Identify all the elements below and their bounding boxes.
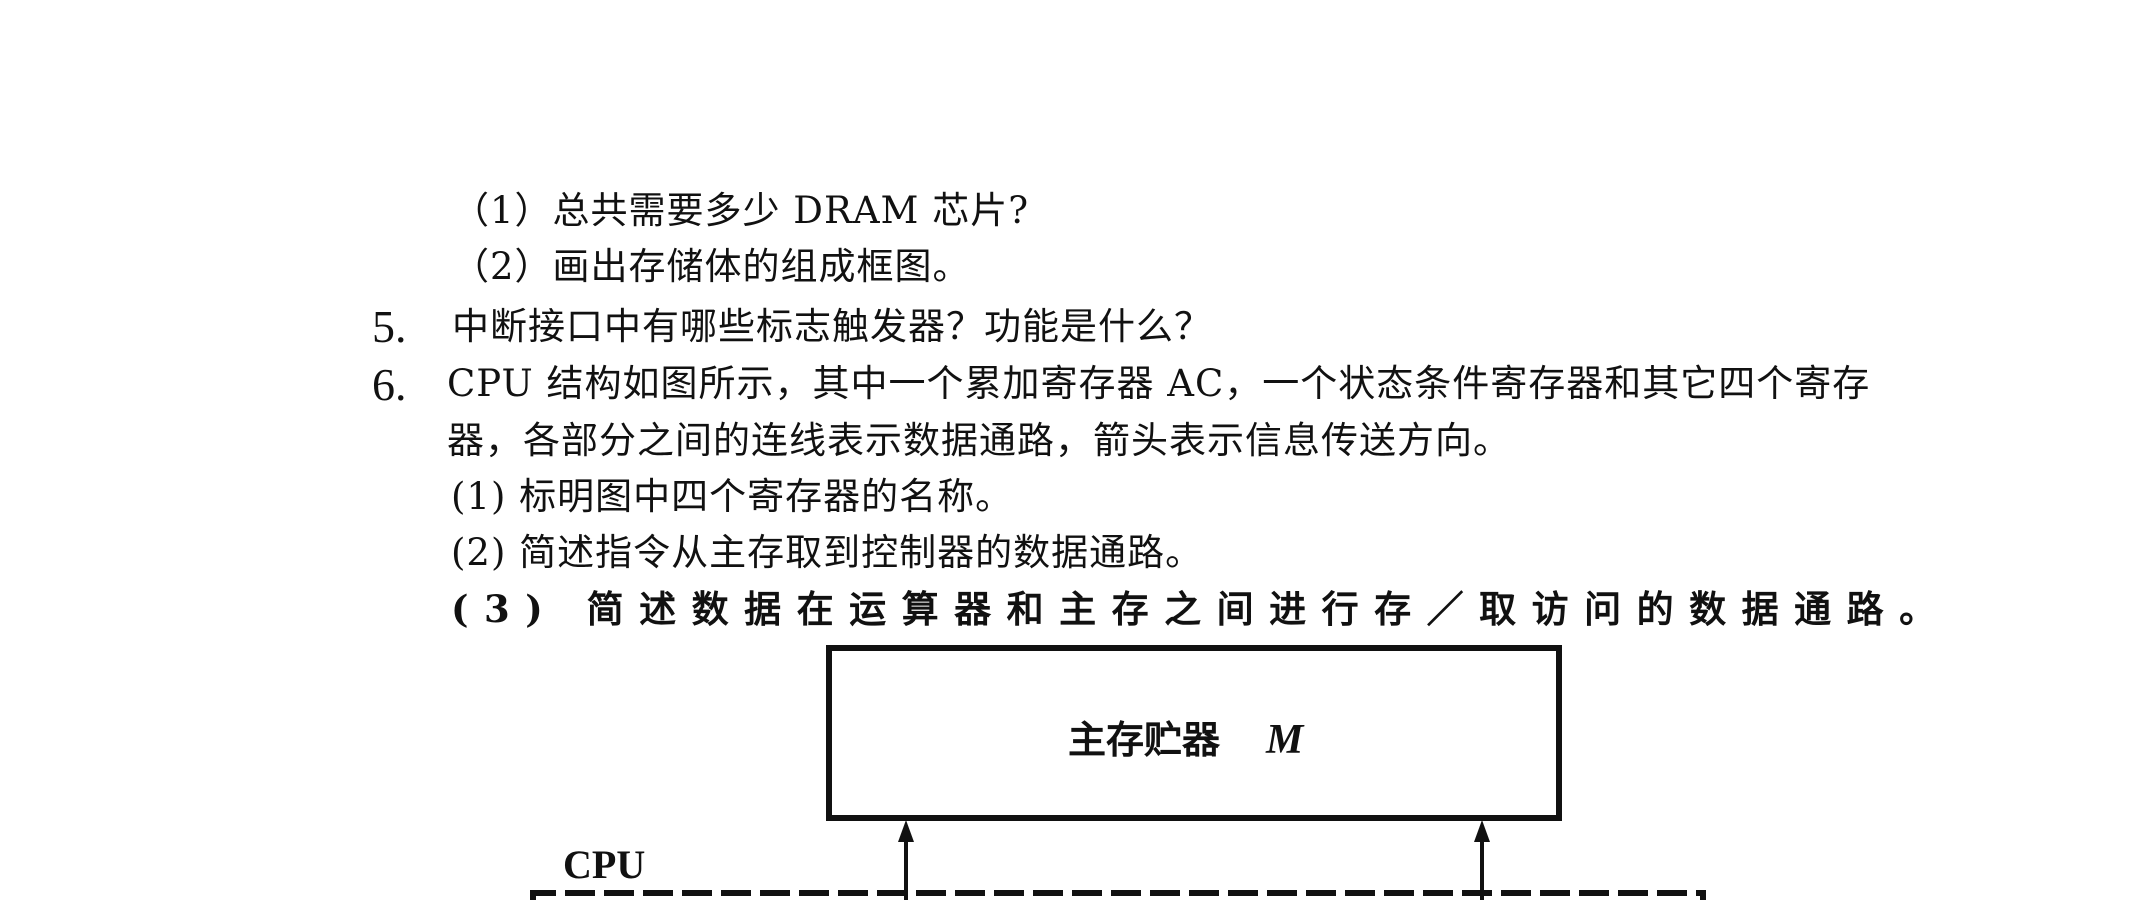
main-memory-symbol: M <box>1265 717 1305 763</box>
q5-number: 5. <box>372 301 407 352</box>
q4-sub2: （2）画出存储体的组成框图。 <box>452 245 971 288</box>
q6-line1: CPU 结构如图所示，其中一个累加寄存器 AC，一个状态条件寄存器和其它四个寄存 <box>447 362 1871 405</box>
cpu-boundary-dashed <box>530 890 1706 900</box>
q6-number: 6. <box>372 359 407 410</box>
cpu-label: CPU <box>563 842 645 887</box>
left-bus-arrowhead <box>898 820 914 842</box>
q6-sub2: (2) 简述指令从主存取到控制器的数据通路。 <box>451 531 1204 574</box>
q6-sub3: (3) 简述数据在运算器和主存之间进行存／取访问的数据通路。 <box>451 587 1952 631</box>
q4-sub1: （1）总共需要多少 DRAM 芯片? <box>452 189 1030 232</box>
q5-text: 中断接口中有哪些标志触发器？功能是什么？ <box>452 305 1212 348</box>
main-memory-label: 主存贮器 <box>1068 718 1221 762</box>
right-bus-arrowhead <box>1474 820 1490 842</box>
q6-sub1: (1) 标明图中四个寄存器的名称。 <box>451 475 1014 518</box>
main-memory-box <box>826 645 1562 821</box>
q6-line2: 器，各部分之间的连线表示数据通路，箭头表示信息传送方向。 <box>447 419 1511 462</box>
